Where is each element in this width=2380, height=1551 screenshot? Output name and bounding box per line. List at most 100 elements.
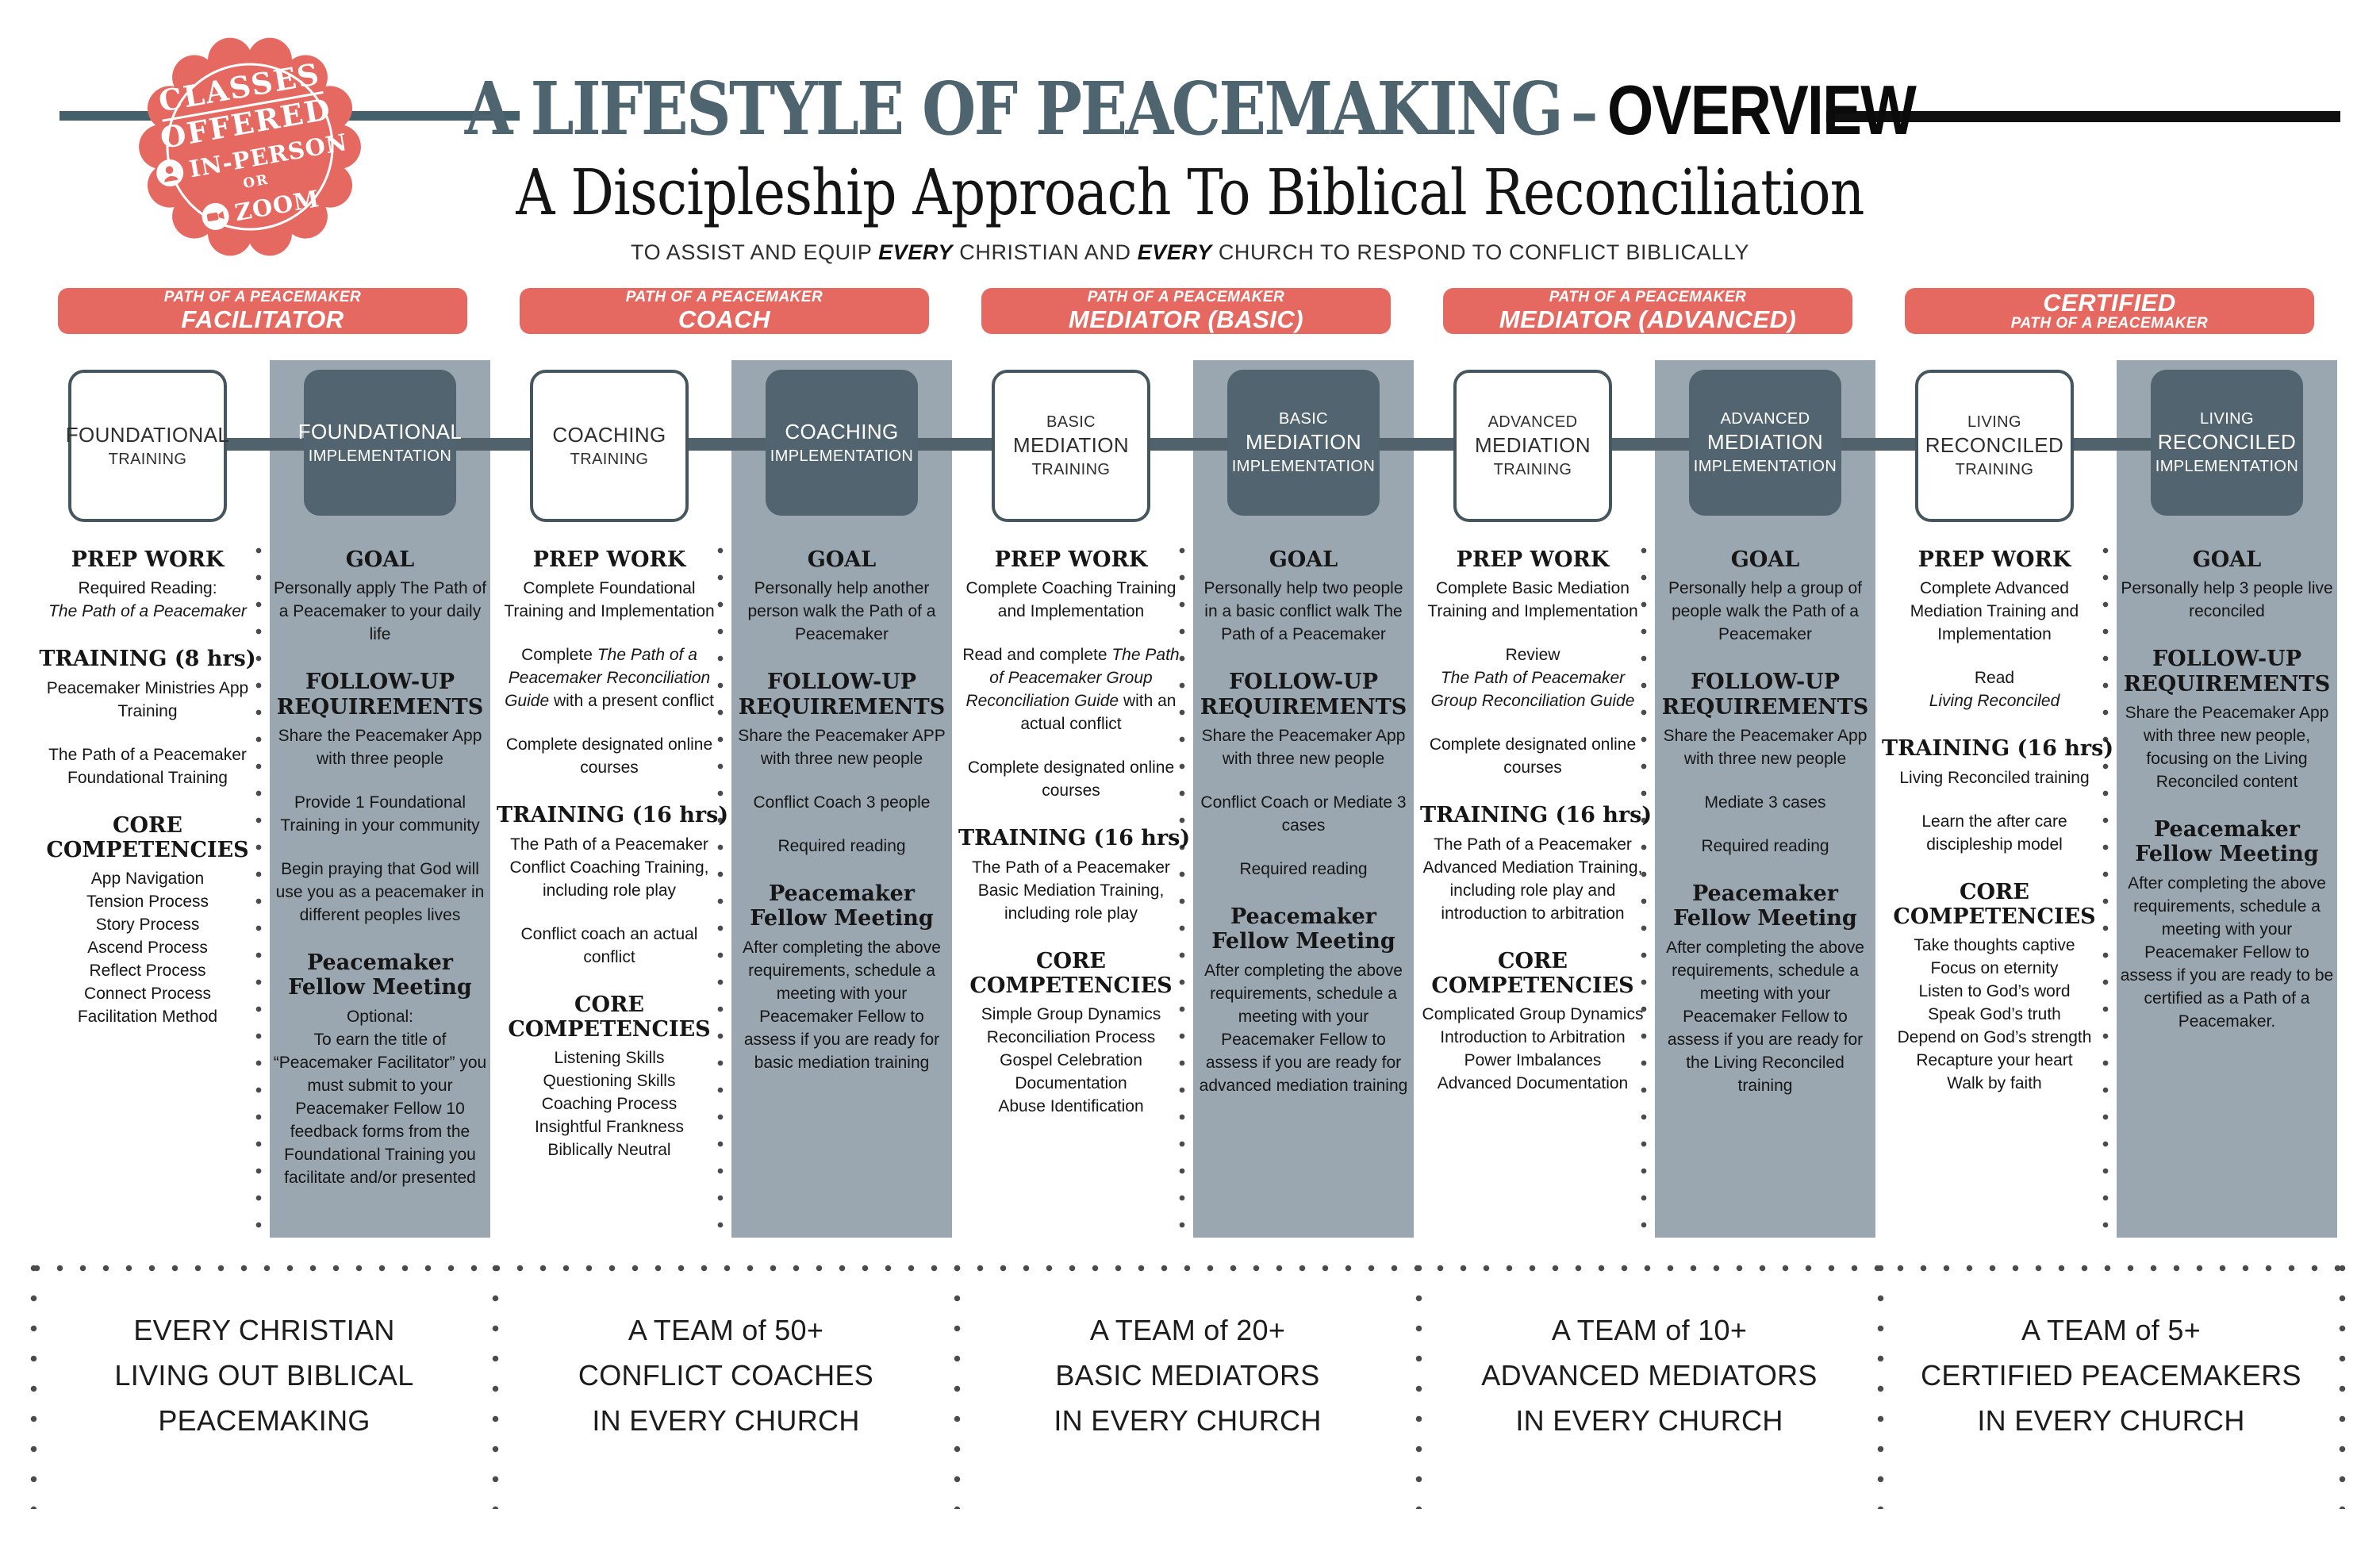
tagline-every-1: EVERY: [878, 240, 954, 264]
goal-line: A TEAM of 20+: [1089, 1314, 1286, 1346]
dotted-separator: [1179, 547, 1185, 1230]
path-pill-label: PATH OF A PEACEMAKER: [625, 289, 823, 305]
path-pill-label: PATH OF A PEACEMAKER: [2010, 315, 2209, 332]
path-pill-label: PATH OF A PEACEMAKER: [163, 289, 362, 305]
paragraph: Walk by faith: [1882, 1072, 2107, 1095]
paragraph: Recapture your heart: [1882, 1049, 2107, 1072]
header-rule-right: [1826, 111, 2340, 122]
text-run: Take thoughts captive: [1914, 936, 2075, 955]
section-heading-line: Peacemaker: [306, 950, 454, 975]
section-heading-line: TRAINING (16 hrs): [1420, 803, 1653, 828]
box-label-line: TRAINING: [1955, 460, 2034, 478]
section-heading-line: COMPETENCIES: [1431, 973, 1634, 998]
paragraph: Learn the after care discipleship model: [1882, 810, 2107, 856]
section-heading-line: CORE: [1497, 948, 1568, 973]
section-heading-line: REQUIREMENTS: [276, 694, 484, 720]
text-run: After completing the above requirements,…: [1199, 961, 1408, 1095]
paragraph: Focus on eternity: [1882, 957, 2107, 980]
text-run: Walk by faith: [1947, 1074, 2042, 1093]
text-run: Reflect Process: [89, 962, 206, 981]
tagline-part: CHRISTIAN AND: [953, 240, 1138, 264]
text-run: Conflict coach an actual conflict: [520, 924, 698, 966]
paragraph: Peacemaker Ministries App Training: [35, 677, 260, 723]
text-run: To earn the title of “Peacemaker Facilit…: [273, 1030, 487, 1187]
living-reconciled-implementation-details: GOAL Personally help 3 people live reconc…: [2120, 547, 2334, 1054]
title-overview: OVERVIEW: [1607, 71, 1917, 149]
section-heading-line: FOLLOW-UP: [305, 670, 455, 695]
text-run: The Path of a Peacemaker Conflict Coachi…: [509, 835, 709, 900]
section-heading-line: Fellow Meeting: [1673, 906, 1857, 931]
goal-line: IN EVERY CHURCH: [592, 1404, 860, 1437]
text-run: The Path of a Peacemaker Basic Mediation…: [972, 858, 1170, 923]
section-heading-line: REQUIREMENTS: [738, 694, 946, 720]
section-heading-line: CORE: [574, 992, 645, 1017]
section-heading: GOAL: [273, 547, 487, 572]
text-run: Share the Peacemaker App with three new …: [1663, 726, 1868, 768]
text-run: The Path of a Peacemaker: [48, 602, 247, 621]
box-label-line: RECONCILED: [1925, 433, 2064, 458]
text-run: Read and complete: [962, 646, 1112, 665]
text-run: Optional:: [346, 1007, 414, 1026]
text-run: Coaching Process: [541, 1095, 678, 1114]
section-heading-line: CORE: [1959, 879, 2030, 904]
text-run: Simple Group Dynamics: [981, 1005, 1161, 1024]
section-heading: PREP WORK: [1420, 547, 1645, 572]
paragraph: Conflict Coach 3 people: [735, 791, 949, 814]
dotted-separator: [1641, 547, 1647, 1230]
dotted-separator: [717, 547, 724, 1230]
section-heading-line: GOAL: [345, 547, 415, 572]
section-heading-line: TRAINING (8 hrs): [39, 647, 256, 672]
paragraph: Personally help 3 people live reconciled: [2120, 577, 2334, 623]
paragraph: Share the Peacemaker APP with three new …: [735, 724, 949, 770]
paragraph: Living Reconciled: [1882, 689, 2107, 712]
paragraph: Insightful Frankness: [497, 1115, 722, 1138]
text-run: Reconciliation Process: [986, 1028, 1156, 1047]
paragraph: Reconciliation Process: [958, 1026, 1184, 1049]
goal-line: CONFLICT COACHES: [578, 1359, 874, 1392]
path-pill-label: PATH OF A PEACEMAKER: [1549, 289, 1747, 305]
paragraph: Personally help another person walk the …: [735, 577, 949, 646]
paragraph: Abuse Identification: [958, 1095, 1184, 1118]
text-run: Complete designated online courses: [967, 758, 1175, 800]
section: TRAINING (8 hrs) Peacemaker Ministries Ap…: [35, 647, 260, 789]
tagline-part: CHURCH TO RESPOND TO CONFLICT BIBLICALLY: [1211, 240, 1749, 264]
path-pill-label: MEDIATOR (ADVANCED): [1499, 305, 1797, 333]
section-heading: PREP WORK: [497, 547, 722, 572]
section-heading-line: Peacemaker: [768, 881, 916, 906]
paragraph: Complicated Group Dynamics: [1420, 1003, 1645, 1026]
section-heading: TRAINING (16 hrs): [1420, 803, 1653, 828]
text-run: The Path of a Peacemaker Foundational Tr…: [48, 745, 247, 787]
paragraph: Depend on God’s strength: [1882, 1026, 2107, 1049]
section-heading: GOAL: [2120, 547, 2334, 572]
text-run: Documentation: [1015, 1074, 1127, 1093]
section: GOAL Personally help 3 people live reconc…: [2120, 547, 2334, 623]
section: TRAINING (16 hrs)The Path of a Peacemake…: [497, 803, 728, 968]
text-run: The Path of Peacemaker Group Reconciliat…: [965, 646, 1180, 711]
box-label-line: BASIC: [1278, 410, 1329, 428]
paragraph: The Path of Peacemaker Group Reconciliat…: [1420, 666, 1645, 712]
paragraph: Personally help two people in a basic co…: [1196, 577, 1411, 646]
paragraph: Documentation: [958, 1072, 1184, 1095]
paragraph: Read and complete The Path of Peacemaker…: [958, 643, 1184, 735]
text-run: Personally help two people in a basic co…: [1203, 579, 1403, 644]
